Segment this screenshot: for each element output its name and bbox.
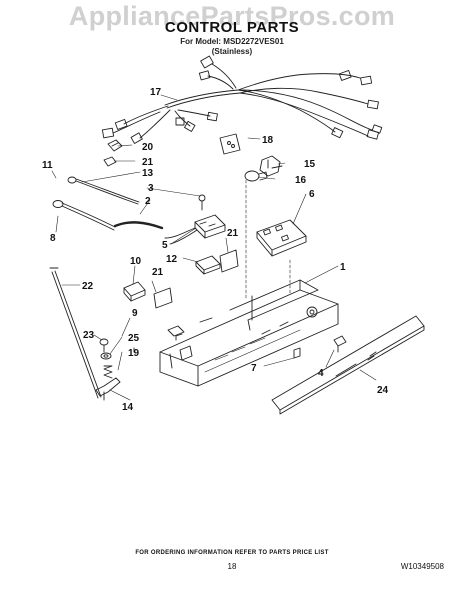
callout-5: 5 [162,240,168,251]
callout-7: 7 [251,363,257,374]
light-socket-part [259,155,283,177]
bracket-part [95,377,121,401]
callout-19: 19 [128,348,140,359]
callout-13: 13 [142,168,154,179]
insulator-left-part [153,287,173,309]
page-number: 18 [227,562,237,571]
callout-21-top: 21 [142,157,154,168]
model-line: For Model: MSD2272VES01 [180,37,284,46]
tube-part [113,221,164,230]
callout-9: 9 [132,308,138,319]
callout-25: 25 [128,333,140,344]
callout-10: 10 [130,256,142,267]
spring-part [103,365,113,379]
switch-part [123,281,146,302]
callout-14: 14 [122,402,134,413]
switch-block-part [219,133,241,155]
callout-23: 23 [83,330,95,341]
thermistor-part [52,176,140,231]
rod-part [49,267,102,399]
callout-labels: 17 18 20 21 11 13 3 2 15 16 6 5 21 8 10 … [42,87,389,413]
callout-8: 8 [50,233,56,244]
wire-harness-part [101,55,383,144]
relay-part [164,214,226,245]
document-number: W10349508 [400,562,444,571]
callout-6: 6 [309,189,315,200]
screw-part [198,194,206,211]
ordering-note: FOR ORDERING INFORMATION REFER TO PARTS … [135,550,329,556]
callout-3: 3 [148,183,154,194]
screw-4-part [333,335,347,353]
callout-15: 15 [304,159,316,170]
small-clip-part [103,156,117,167]
callout-22: 22 [82,281,94,292]
callout-18: 18 [262,135,274,146]
callout-21-left: 21 [152,267,164,278]
connector-clip-part [107,139,123,152]
callout-17: 17 [150,87,162,98]
grommet-part [99,338,109,353]
leader-lines [51,94,377,401]
callout-16: 16 [295,175,307,186]
control-board-part [256,219,307,296]
light-bulb-part [244,170,268,301]
watermark: AppliancePartsPros.com [68,1,396,31]
callout-4: 4 [318,368,324,379]
callout-2: 2 [145,196,151,207]
screw-7-part [293,347,301,359]
callout-20: 20 [142,142,154,153]
insulator-sheet-part [219,249,239,273]
page-title: CONTROL PARTS [164,19,300,36]
washer-part [100,352,112,360]
control-housing-part [133,279,339,387]
variant-line: (Stainless) [211,47,253,56]
callout-12: 12 [166,254,178,265]
callout-11: 11 [42,160,53,171]
callout-24: 24 [377,385,389,396]
door-switch-part [195,255,221,275]
callout-1: 1 [340,262,346,273]
trim-strip-part [271,315,425,415]
callout-21-right: 21 [227,228,239,239]
